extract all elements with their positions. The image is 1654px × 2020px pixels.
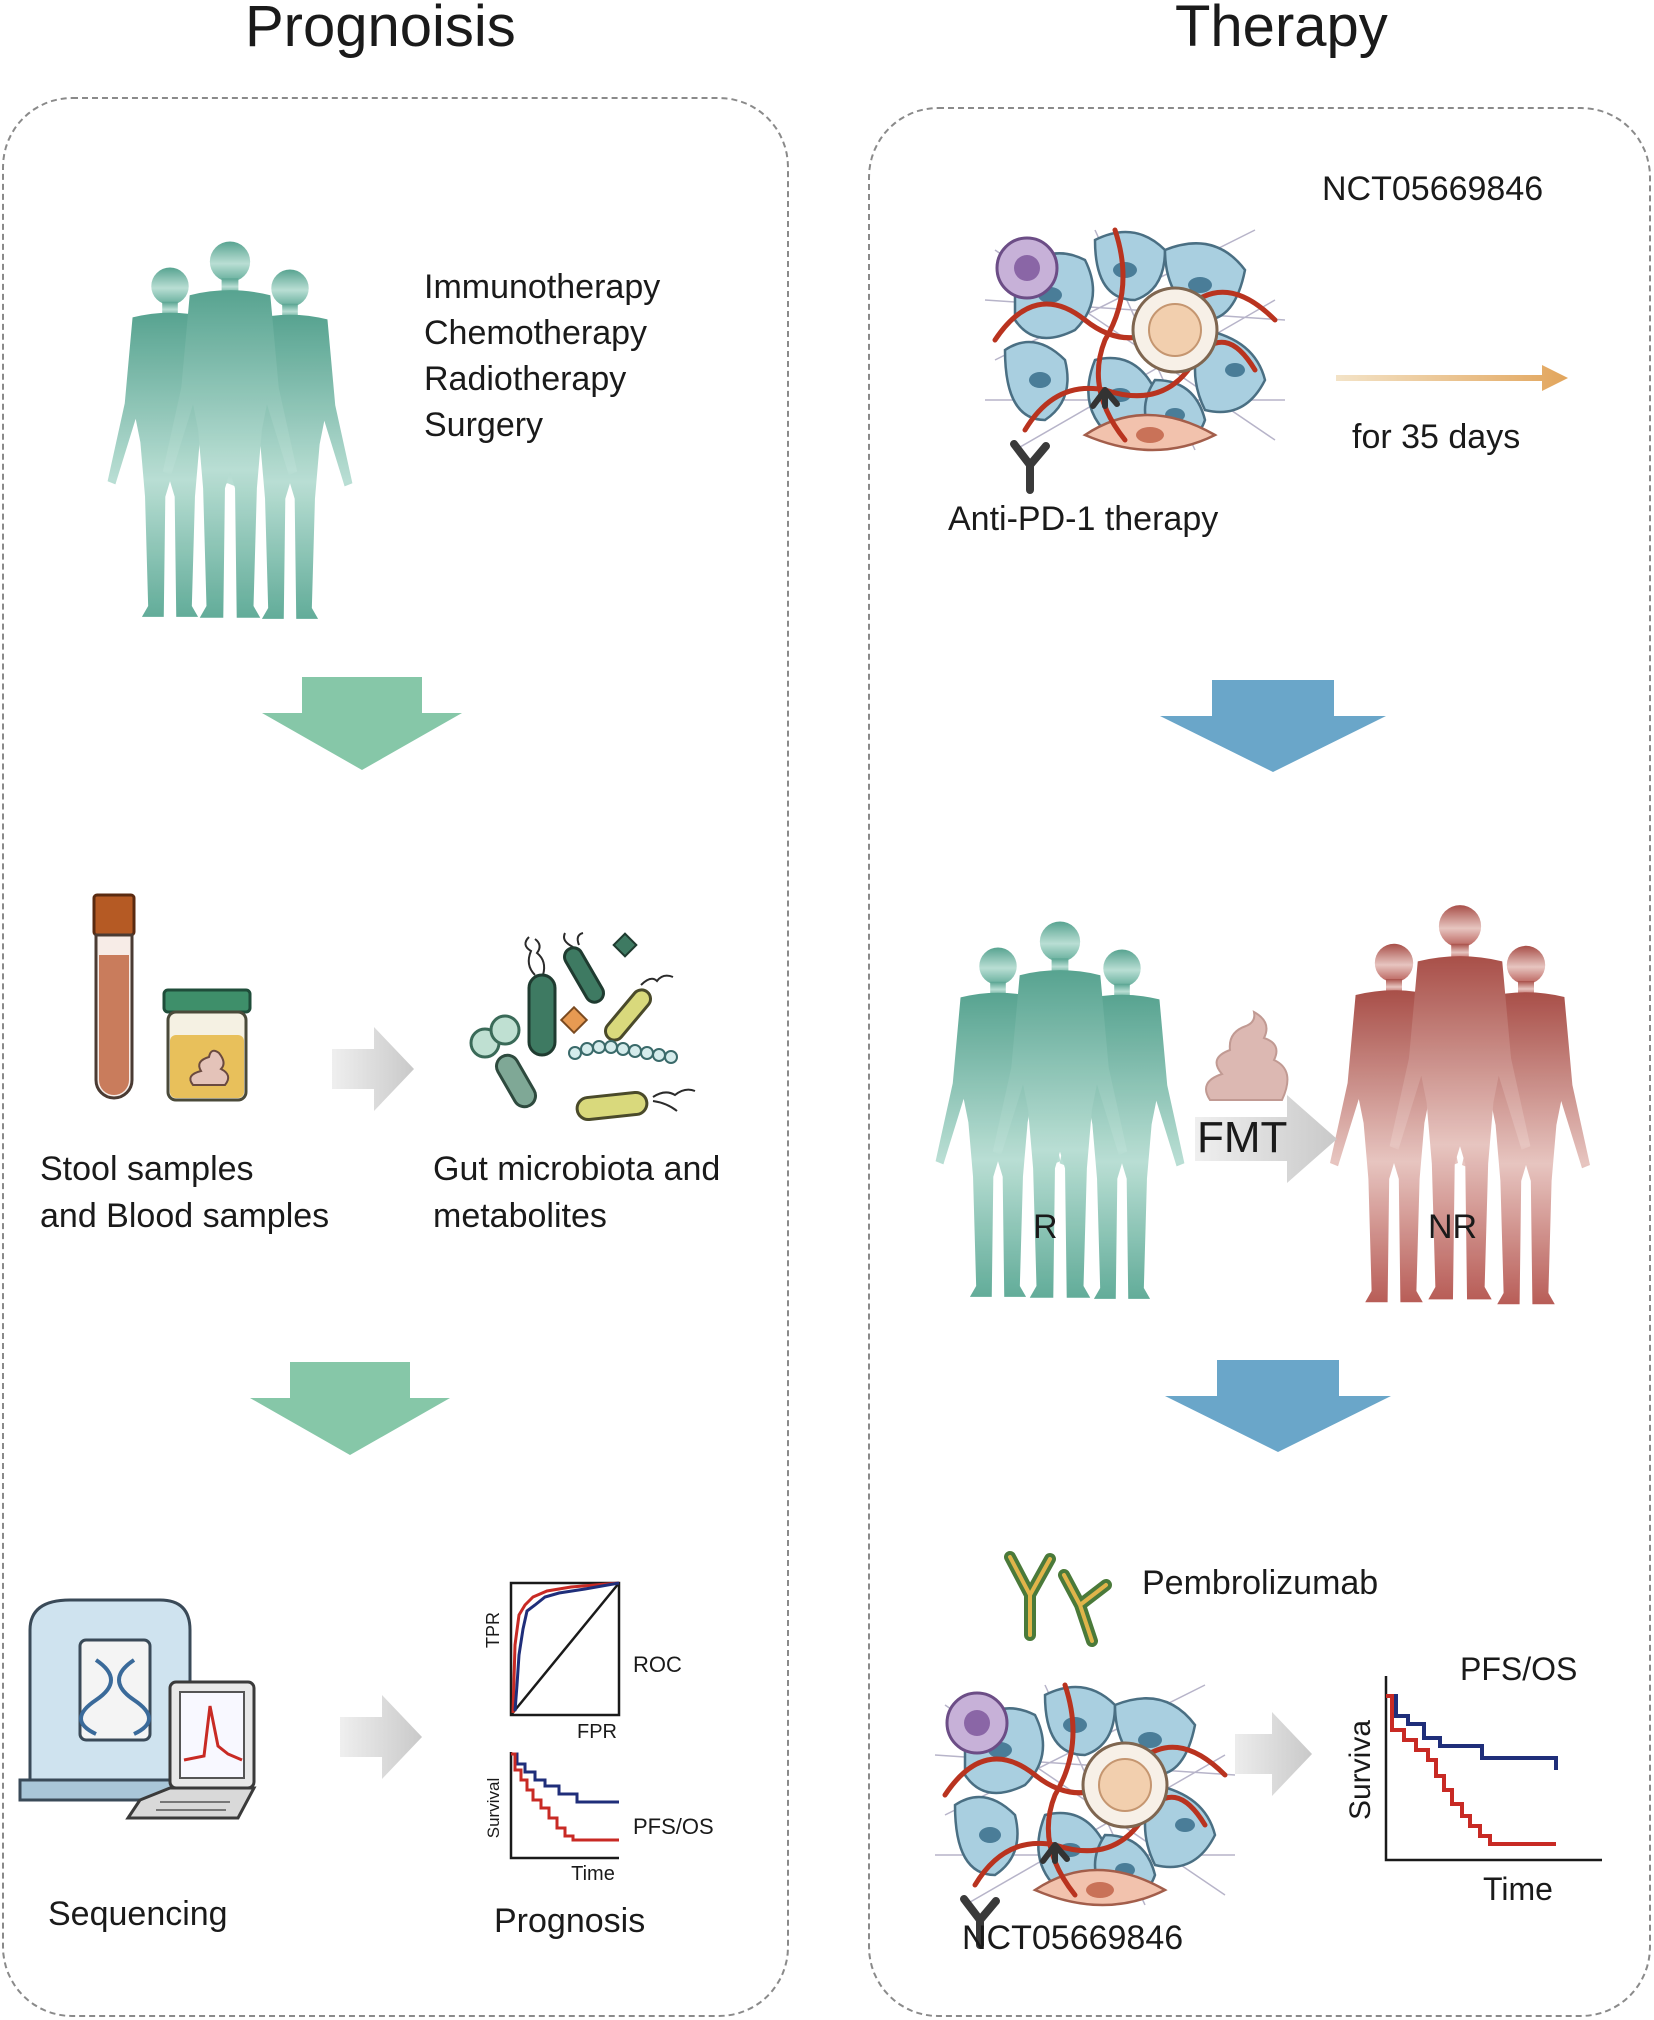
duration-arrow — [1336, 365, 1568, 391]
tumor-microenvironment-bottom — [935, 1680, 1235, 1910]
survival-ylabel: Survival — [484, 1778, 503, 1838]
down-arrow-green-1 — [262, 677, 462, 770]
roc-curve-blue — [513, 1581, 620, 1712]
nonresponder-group-illustration — [1330, 905, 1590, 1305]
survival-chart-left: Survival Time PFS/OS — [484, 1752, 714, 1885]
stool-icon — [1205, 1010, 1289, 1101]
samples-label-line2: and Blood samples — [40, 1197, 330, 1235]
gut-microbes-illustration — [469, 932, 696, 1122]
antibody-icon — [1004, 1551, 1112, 1647]
fmt-label: FMT — [1197, 1113, 1288, 1162]
duration-label: for 35 days — [1352, 418, 1521, 456]
prognosis-title: Prognoisis — [245, 0, 516, 59]
sample-tubes-illustration — [92, 893, 252, 1102]
survival-curve-red — [1386, 1694, 1556, 1846]
sequencing-label: Sequencing — [48, 1895, 228, 1933]
survival-chart-right: PFS/OS Surviva Time — [1344, 1651, 1602, 1907]
survival-right-ylabel: Surviva — [1344, 1720, 1377, 1820]
roc-ylabel: TPR — [483, 1612, 503, 1648]
survival-name: PFS/OS — [633, 1814, 714, 1839]
prognosis-label: Prognosis — [494, 1902, 646, 1940]
fmt-arrow — [1195, 1095, 1337, 1183]
survival-xlabel: Time — [571, 1863, 615, 1885]
treatment-item: Radiotherapy — [424, 360, 627, 398]
roc-name: ROC — [633, 1652, 682, 1677]
trial-id-top: NCT05669846 — [1322, 170, 1544, 208]
drug-label: Pembrolizumab — [1142, 1564, 1379, 1602]
treatment-item: Chemotherapy — [424, 314, 648, 352]
roc-xlabel: FPR — [577, 1721, 617, 1743]
microbiota-label-line1: Gut microbiota and — [433, 1150, 721, 1188]
roc-curve-red — [511, 1581, 620, 1714]
responder-label: R — [1033, 1208, 1058, 1246]
right-arrow-gray-2 — [340, 1695, 422, 1779]
nonresponder-label: NR — [1428, 1208, 1478, 1246]
survival-curve-blue — [511, 1752, 619, 1804]
therapy-title: Therapy — [1175, 0, 1388, 59]
treatment-item: Surgery — [424, 406, 544, 444]
patient-group-illustration — [107, 241, 353, 619]
down-arrow-blue-1 — [1160, 680, 1386, 772]
tumor-microenvironment-top — [985, 225, 1285, 455]
samples-label-line1: Stool samples — [40, 1150, 254, 1188]
down-arrow-blue-2 — [1165, 1360, 1391, 1452]
prognosis-panel — [2, 97, 789, 2017]
right-arrow-gray-3 — [1230, 1712, 1312, 1796]
survival-curve-red — [511, 1752, 619, 1842]
responder-group-illustration — [935, 921, 1185, 1299]
survival-curve-blue — [1386, 1694, 1558, 1770]
right-arrow-gray-1 — [332, 1027, 414, 1111]
down-arrow-green-2 — [250, 1362, 450, 1455]
trial-id-bottom: NCT05669846 — [962, 1919, 1184, 1957]
therapy-panel — [868, 107, 1651, 2017]
survival-right-title: PFS/OS — [1460, 1651, 1577, 1687]
microbiota-label-line2: metabolites — [433, 1197, 607, 1235]
therapy-label: Anti-PD-1 therapy — [948, 500, 1219, 538]
survival-right-xlabel: Time — [1483, 1871, 1553, 1907]
treatment-item: Immunotherapy — [424, 268, 661, 306]
roc-chart: TPR FPR ROC — [483, 1581, 682, 1743]
sequencer-computer-illustration — [18, 1598, 257, 1820]
